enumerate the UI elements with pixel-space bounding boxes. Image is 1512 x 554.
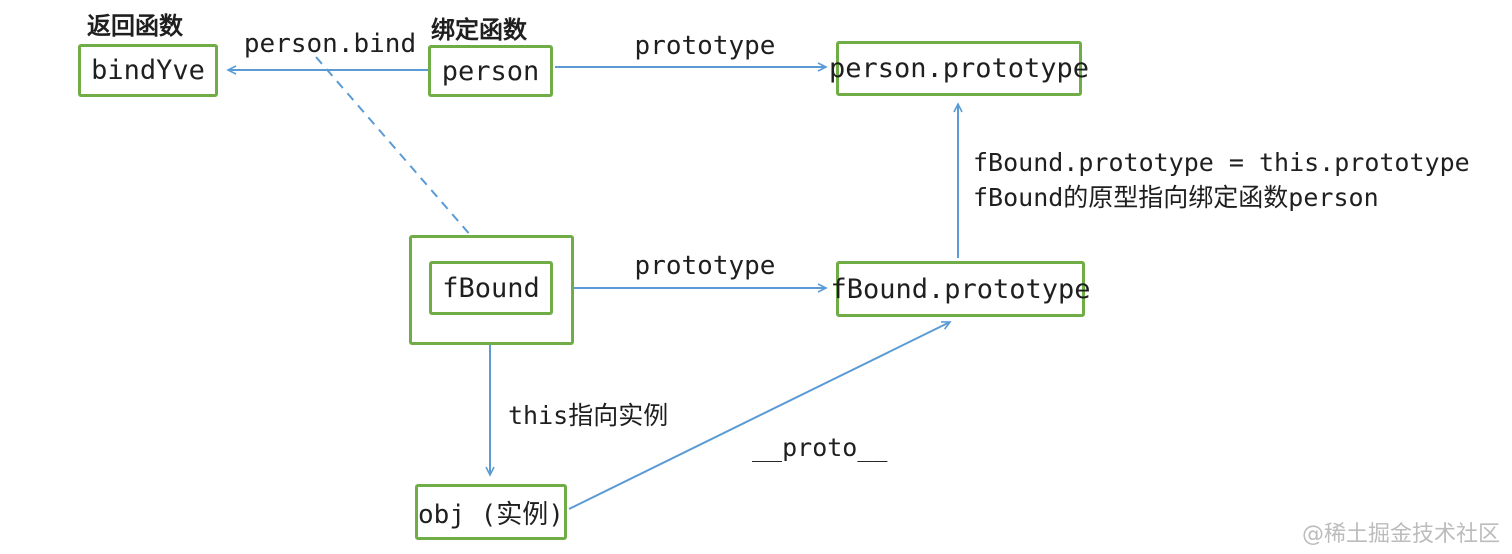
edge-label-prototype-top: prototype <box>634 31 776 61</box>
arrow-obj-to-fBound-prototype <box>568 321 952 510</box>
node-person: person <box>428 45 553 97</box>
edge-label-proto: __proto__ <box>752 433 888 462</box>
arrow-dashed-bind-to-fBound <box>315 56 487 254</box>
annotation-line-2: fBound的原型指向绑定函数person <box>973 183 1379 212</box>
node-bindYve: bindYve <box>78 44 218 97</box>
node-fBound: fBound <box>429 261 553 315</box>
caption-return-function: 返回函数 <box>87 12 183 40</box>
node-fBound-prototype: fBound.prototype <box>830 261 1091 317</box>
caption-bound-function: 绑定函数 <box>431 16 527 44</box>
edge-label-prototype-mid: prototype <box>634 251 776 281</box>
watermark: @稀土掘金技术社区 <box>1301 522 1500 547</box>
edge-label-person-bind: person.bind <box>243 29 417 59</box>
annotation-line-1: fBound.prototype = this.prototype <box>973 148 1470 177</box>
annotation-fBound-prototype: fBound.prototype = this.prototype fBound… <box>973 145 1470 215</box>
node-obj-instance: obj (实例) <box>415 484 567 540</box>
edge-label-this-points-to-instance: this指向实例 <box>508 401 669 430</box>
node-person-prototype: person.prototype <box>829 41 1089 96</box>
